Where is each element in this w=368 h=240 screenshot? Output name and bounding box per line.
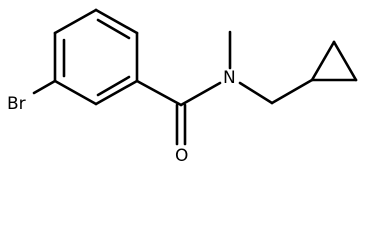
bond-ring-inner-bottom-right: [96, 75, 131, 97]
bond-ring-bottom-right: [94, 79, 139, 106]
bond-ring-top-left: [53, 8, 98, 35]
benzene-ring: [53, 8, 139, 106]
nitrogen-label: N: [223, 68, 236, 88]
bond-c-br: [32, 79, 57, 95]
cyclopropane-ring: [310, 40, 358, 82]
bond-ring-top-right: [94, 8, 139, 35]
bond-ring-inner-top-right: [96, 18, 131, 40]
bond-cp-left-top: [310, 40, 336, 82]
bond-carbonyl-n: [179, 81, 222, 107]
bond-ch2-cyclopropyl: [270, 78, 314, 105]
molecule-structure: Br O N: [7, 8, 358, 166]
bromine-label: Br: [7, 94, 26, 114]
bond-ring-bottom-left: [53, 79, 98, 106]
bond-ring-carbonyl: [135, 79, 183, 107]
bond-n-ch2: [238, 81, 274, 105]
oxygen-label: O: [175, 146, 188, 166]
bond-cp-top-right: [332, 40, 358, 82]
